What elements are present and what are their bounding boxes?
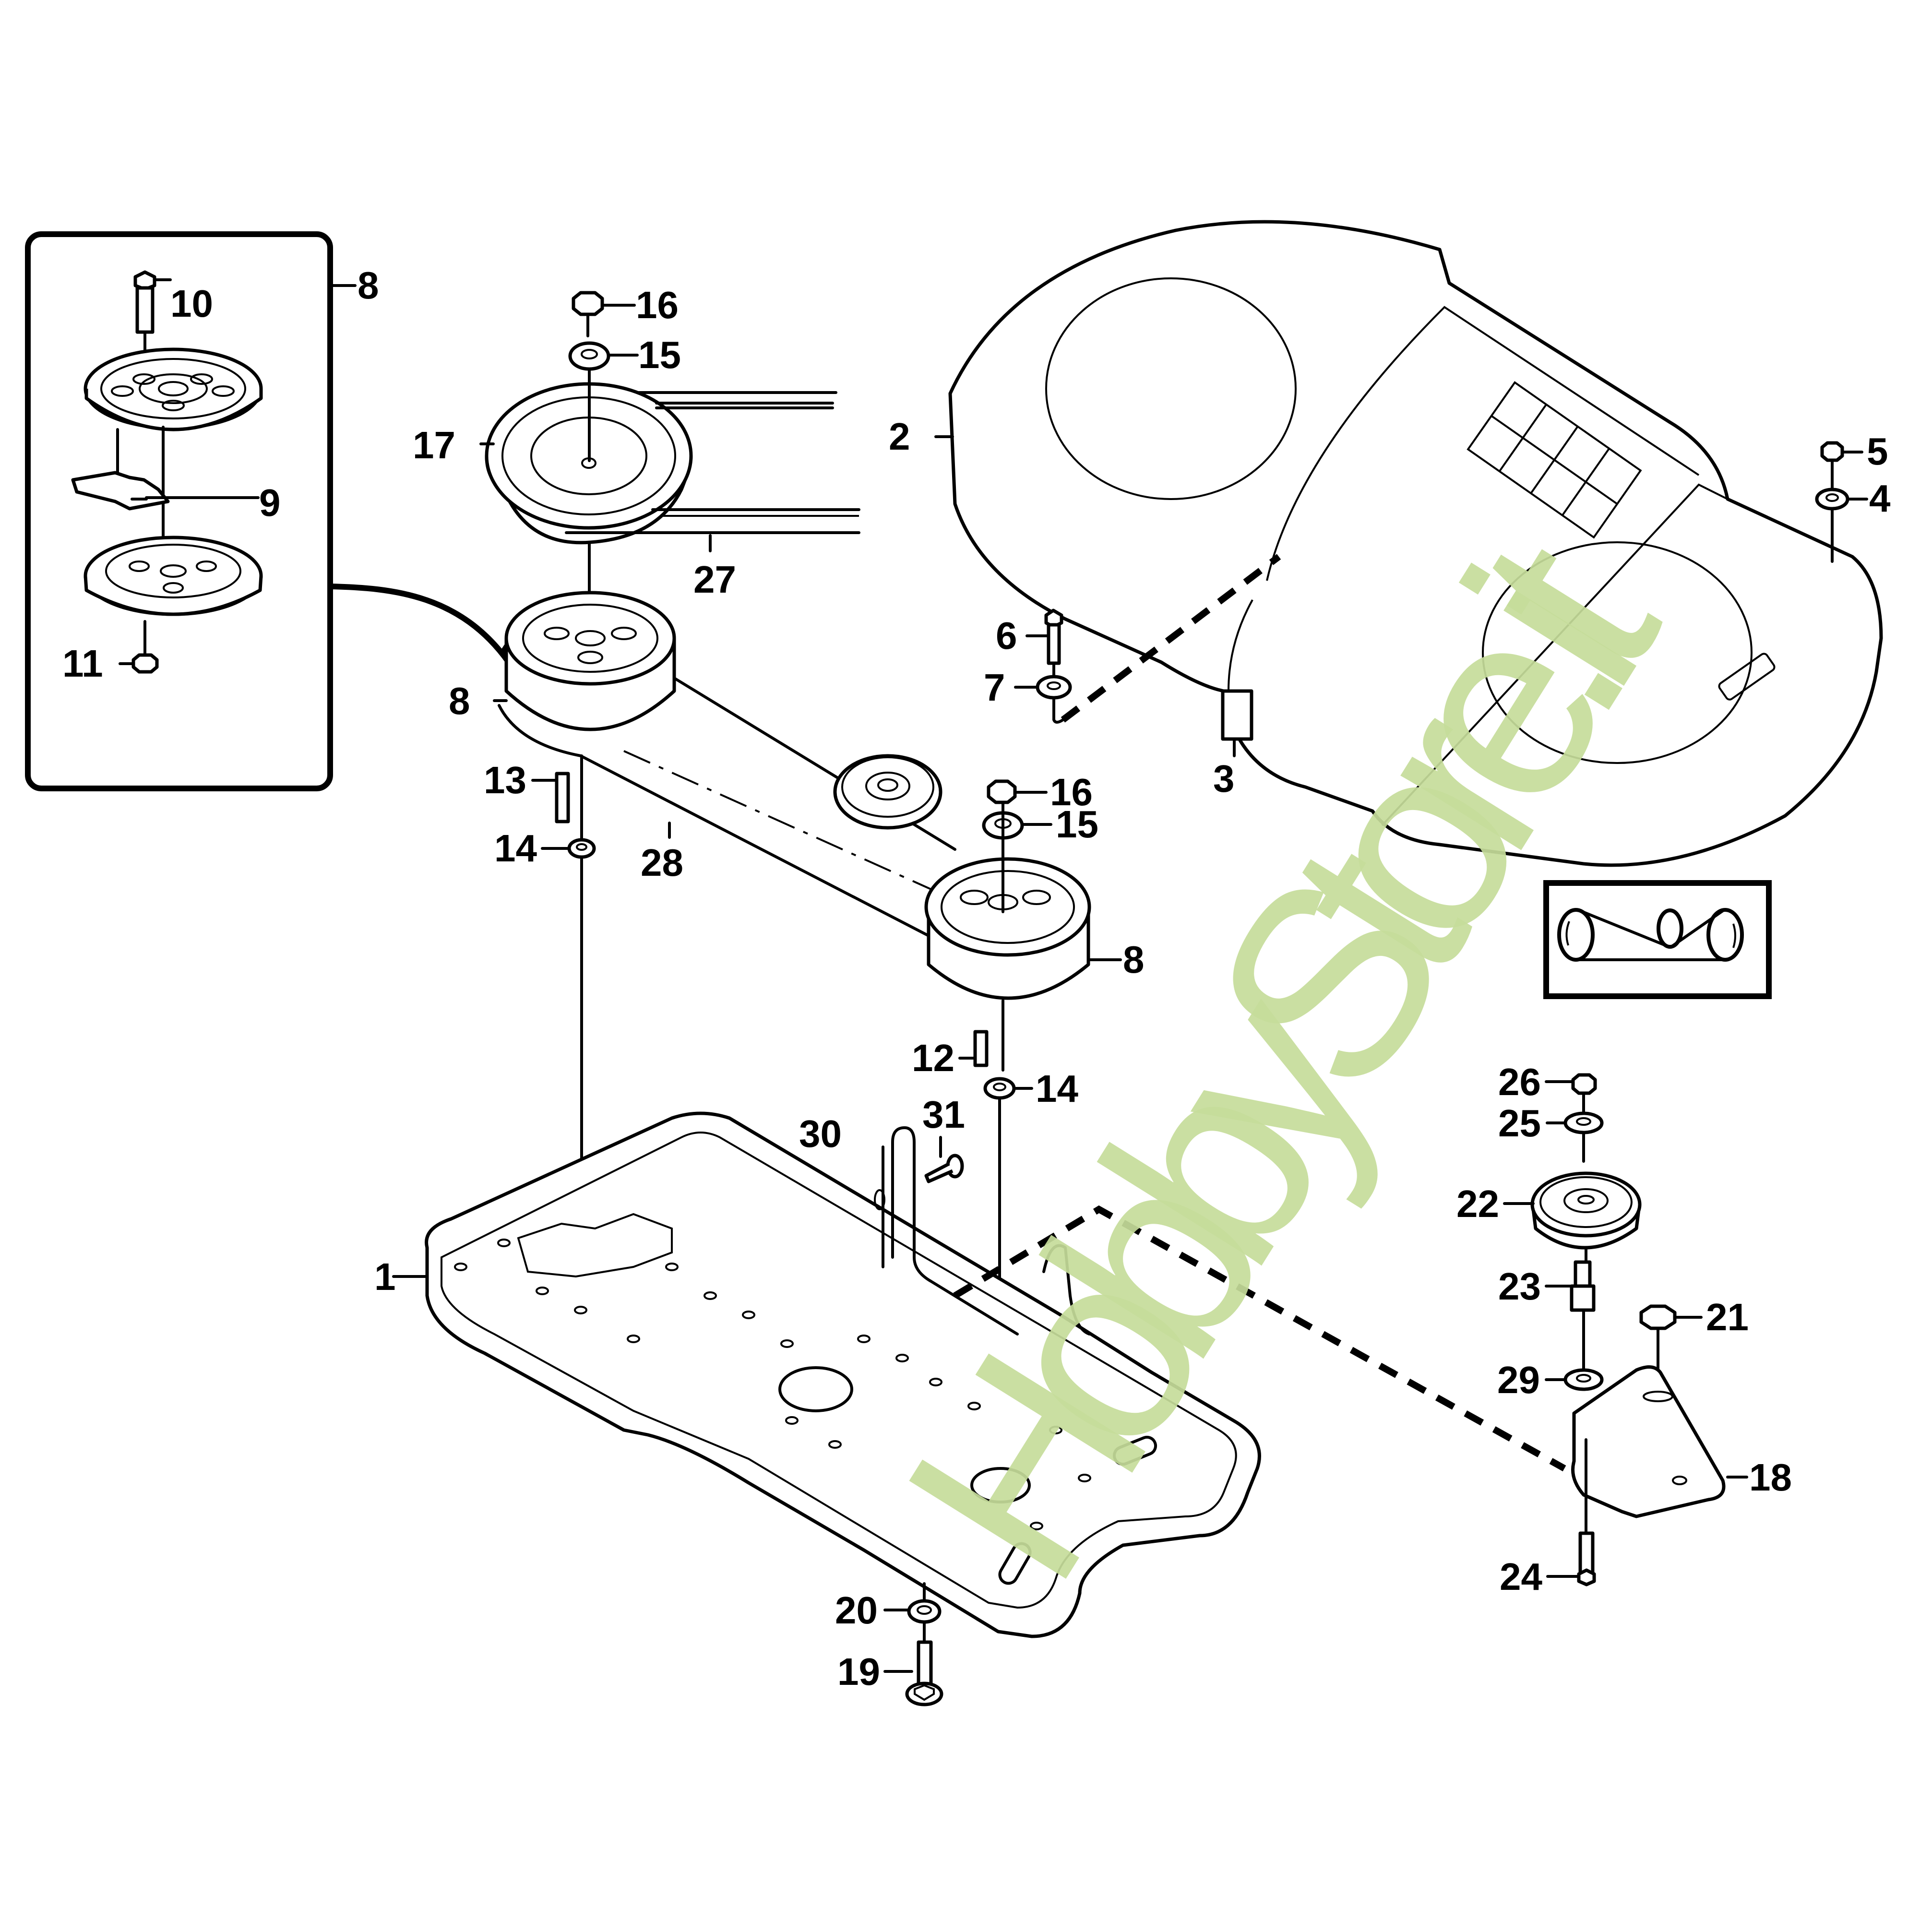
callout-14-left: 14 bbox=[494, 827, 537, 870]
key-icon bbox=[958, 1030, 989, 1067]
callout-10: 10 bbox=[170, 282, 213, 325]
callout-25: 25 bbox=[1498, 1102, 1541, 1145]
callout-31: 31 bbox=[922, 1093, 965, 1136]
sprocket-icon bbox=[493, 591, 676, 731]
mounting-holes bbox=[454, 1239, 1091, 1530]
v-belt-icon bbox=[565, 391, 860, 552]
callout-28: 28 bbox=[641, 841, 683, 884]
callout-3: 3 bbox=[1213, 757, 1235, 800]
idler-pulley-icon bbox=[833, 754, 942, 830]
rotation-arrow-icon bbox=[1565, 921, 1570, 946]
belt-routing-inset bbox=[1543, 880, 1772, 999]
callout-1: 1 bbox=[374, 1255, 396, 1298]
rotation-arrow-icon bbox=[1732, 923, 1736, 948]
callout-16-mid: 16 bbox=[1050, 771, 1093, 813]
nut-icon bbox=[1820, 441, 1863, 462]
washer-icon bbox=[1815, 488, 1868, 511]
callout-15-top: 15 bbox=[638, 334, 681, 376]
washer-icon bbox=[982, 811, 1052, 840]
callout-5-right: 5 bbox=[1867, 430, 1888, 473]
bracket-icon bbox=[1571, 1365, 1748, 1518]
callout-26: 26 bbox=[1498, 1061, 1541, 1103]
bolt-icon bbox=[1026, 608, 1063, 665]
callout-6: 6 bbox=[996, 614, 1017, 657]
sprocket-icon bbox=[83, 536, 263, 616]
bolt-icon bbox=[1546, 1531, 1596, 1586]
sprocket-icon bbox=[924, 857, 1122, 1000]
callout-24: 24 bbox=[1500, 1555, 1542, 1598]
callout-7: 7 bbox=[984, 666, 1005, 709]
callout-8-inset: 8 bbox=[358, 264, 379, 307]
callout-19: 19 bbox=[837, 1650, 880, 1693]
washer-icon bbox=[1545, 1368, 1604, 1391]
callout-30: 30 bbox=[799, 1112, 842, 1155]
callout-11: 11 bbox=[62, 642, 103, 685]
callout-13: 13 bbox=[484, 759, 526, 801]
bolt-icon bbox=[883, 1640, 943, 1706]
sprocket-icon bbox=[83, 347, 263, 431]
callout-18: 18 bbox=[1749, 1456, 1792, 1499]
key-plate-icon bbox=[71, 471, 260, 511]
callout-9: 9 bbox=[259, 481, 281, 524]
spacer-icon bbox=[1545, 1260, 1596, 1312]
callout-16-top: 16 bbox=[636, 284, 679, 326]
nut-icon bbox=[572, 291, 636, 316]
idler-pulley-icon bbox=[1503, 1171, 1642, 1250]
callout-labels: 8 10 9 11 16 15 17 27 8 13 28 14 2 5 4 6… bbox=[62, 264, 1891, 1693]
nut-icon bbox=[987, 779, 1048, 804]
callout-23: 23 bbox=[1498, 1265, 1541, 1308]
callout-12: 12 bbox=[912, 1037, 954, 1079]
washer-icon bbox=[1546, 1111, 1604, 1134]
callout-29: 29 bbox=[1497, 1359, 1540, 1401]
wire-clip-icon bbox=[874, 1126, 1091, 1336]
screw-icon bbox=[924, 1136, 964, 1183]
callout-8-left: 8 bbox=[449, 680, 470, 722]
callout-2: 2 bbox=[889, 415, 910, 458]
washer-icon bbox=[568, 341, 639, 371]
key-icon bbox=[531, 772, 570, 823]
callout-15-mid: 15 bbox=[1056, 803, 1098, 846]
callout-22: 22 bbox=[1456, 1182, 1499, 1225]
washer-icon bbox=[983, 1077, 1033, 1100]
base-plate-icon bbox=[392, 1111, 1261, 1638]
bracket-icon bbox=[1221, 689, 1253, 757]
washer-icon bbox=[1014, 675, 1072, 700]
nut-icon bbox=[119, 653, 159, 674]
vent-grille-icon bbox=[1467, 381, 1642, 539]
callout-14-right: 14 bbox=[1036, 1067, 1078, 1110]
callout-8-right: 8 bbox=[1123, 938, 1145, 981]
callout-20: 20 bbox=[835, 1589, 878, 1632]
nut-icon bbox=[1545, 1073, 1597, 1095]
callout-4: 4 bbox=[1869, 477, 1891, 520]
washer-icon bbox=[541, 838, 596, 859]
callout-27: 27 bbox=[693, 558, 736, 601]
washer-icon bbox=[883, 1599, 942, 1624]
callout-21: 21 bbox=[1706, 1296, 1749, 1338]
callout-17: 17 bbox=[413, 424, 455, 466]
belt-cover-icon bbox=[934, 220, 1883, 867]
